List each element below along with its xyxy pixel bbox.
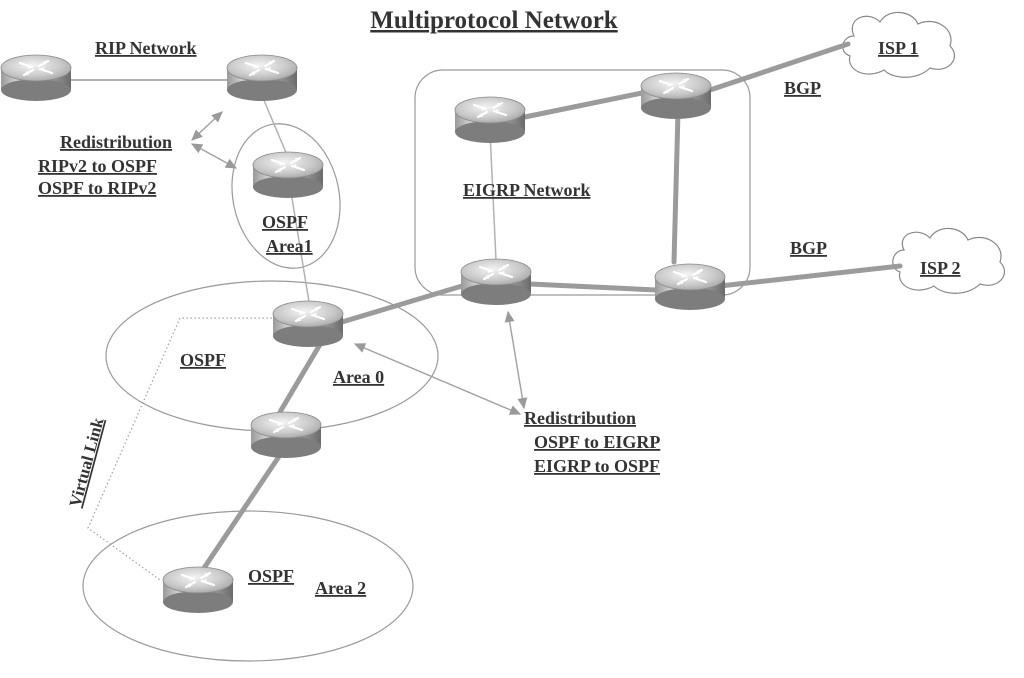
redistribution-eigrp-line2: EIGRP to OSPF bbox=[534, 456, 660, 476]
ospf-area1-label-ospf: OSPF bbox=[262, 212, 308, 232]
router-ospf-area1 bbox=[251, 150, 325, 200]
eigrp-inner-link bbox=[489, 131, 497, 261]
ospf-area0-region bbox=[105, 280, 439, 432]
redistribution-arrow-rip-down bbox=[190, 143, 238, 169]
isp2-cloud bbox=[892, 227, 1006, 294]
router-ospf-area0-abr bbox=[271, 299, 345, 349]
router-ospf-area2 bbox=[161, 565, 235, 615]
rip-network-label: RIP Network bbox=[95, 38, 197, 58]
ospf-area2-label-ospf: OSPF bbox=[248, 566, 294, 586]
diagram-title: Multiprotocol Network bbox=[370, 7, 618, 34]
redistribution-rip-heading: Redistribution bbox=[60, 132, 172, 152]
ospf-area2-region bbox=[82, 510, 414, 662]
redistribution-arrow-eigrp-left bbox=[353, 343, 522, 415]
ospf-area1-label-area: Area1 bbox=[266, 236, 313, 256]
isp2-label: ISP 2 bbox=[920, 258, 961, 278]
router-eigrp-top-right bbox=[639, 71, 713, 121]
ospf-area0-label-area: Area 0 bbox=[333, 367, 384, 387]
ospf-area2-label-area: Area 2 bbox=[315, 578, 366, 598]
bgp-link-isp2 bbox=[717, 263, 903, 289]
router-ospf-area0-lower bbox=[249, 410, 323, 460]
router-eigrp-bottom-right bbox=[653, 262, 727, 312]
bgp-label-top: BGP bbox=[784, 78, 821, 98]
redistribution-arrow-eigrp-up bbox=[504, 310, 528, 410]
eigrp-network-label: EIGRP Network bbox=[463, 180, 591, 200]
isp1-label: ISP 1 bbox=[878, 38, 919, 58]
virtual-link-label: Virtual Link bbox=[66, 415, 108, 509]
redistribution-rip-line1: RIPv2 to OSPF bbox=[38, 156, 157, 176]
eigrp-network-region bbox=[414, 69, 751, 296]
area0-eigrp-link bbox=[339, 283, 465, 325]
isp1-cloud bbox=[842, 11, 956, 78]
redistribution-arrow-rip-up bbox=[191, 111, 223, 141]
area1-to-area0-link bbox=[289, 185, 311, 309]
eigrp-link-bottom bbox=[527, 281, 659, 293]
rip-to-area1-link bbox=[262, 97, 291, 163]
area2-link bbox=[197, 449, 285, 577]
ospf-area0-label-ospf: OSPF bbox=[180, 350, 226, 370]
router-eigrp-bottom-left bbox=[459, 257, 533, 307]
eigrp-link-right bbox=[671, 109, 681, 265]
bgp-label-bottom: BGP bbox=[790, 238, 827, 258]
redistribution-eigrp-line1: OSPF to EIGRP bbox=[534, 432, 660, 452]
ospf-area1-region bbox=[231, 123, 341, 269]
router-rip-left bbox=[0, 53, 73, 103]
redistribution-eigrp-heading: Redistribution bbox=[524, 408, 636, 428]
router-rip-right bbox=[225, 53, 299, 103]
redistribution-rip-line2: OSPF to RIPv2 bbox=[38, 178, 156, 198]
router-eigrp-top-left bbox=[453, 95, 527, 145]
eigrp-link-top bbox=[517, 90, 645, 121]
area0-internal-link bbox=[277, 333, 328, 415]
bgp-link-isp1 bbox=[707, 41, 851, 93]
